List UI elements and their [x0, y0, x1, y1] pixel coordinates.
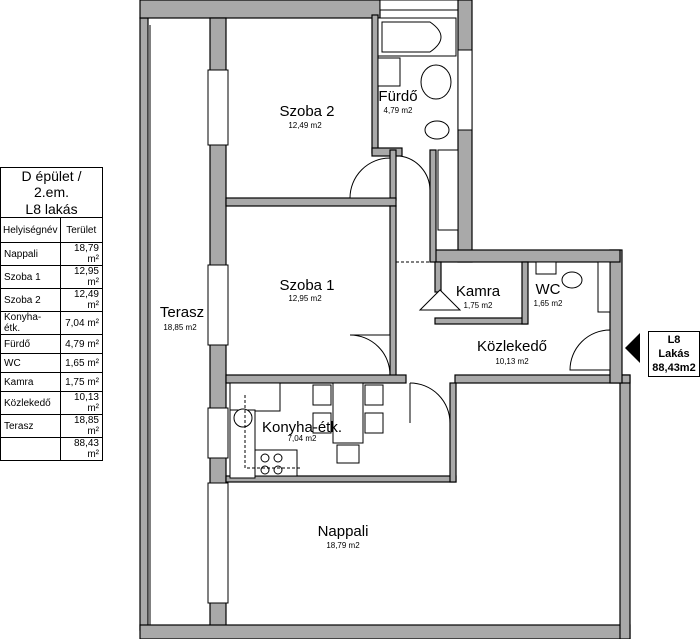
room-area: 1,65 m2 [534, 299, 563, 308]
room-area: 12,95 m2 [288, 294, 322, 303]
wall-szoba1-bottom [225, 374, 407, 384]
total-row: 88,43 m² [0, 437, 104, 461]
doors [349, 155, 611, 424]
wall-kamra-wc [521, 261, 529, 325]
cell-name: Nappali [0, 242, 61, 266]
room-area: 18,79 m2 [326, 541, 360, 550]
total-area: 88,43 m² [59, 437, 104, 461]
cell-area: 4,79 m² [59, 334, 104, 354]
room-name: Kamra [456, 283, 501, 300]
wall-kitchen-bottom [225, 475, 457, 483]
wall-bath-right [457, 0, 473, 263]
cell-name: Kamra [0, 372, 61, 392]
room-name: Közlekedő [477, 338, 547, 355]
wall-bath-left [371, 14, 379, 154]
room-area: 12,49 m2 [288, 121, 322, 130]
room-area: 10,13 m2 [495, 357, 529, 366]
cell-area: 1,65 m² [59, 353, 104, 373]
room-name: Fürdő [378, 88, 417, 105]
wall-szoba2-right [389, 149, 397, 201]
room-area: 7,04 m2 [288, 434, 317, 443]
cell-area: 12,95 m² [59, 265, 104, 289]
dashed-lines [395, 150, 435, 375]
room-name: Konyha-étk. [262, 419, 342, 436]
room-name: Szoba 2 [279, 103, 334, 120]
wall-right-living [619, 374, 631, 639]
wall-szoba-divider [225, 197, 397, 207]
header-name: Helyiségnév [0, 217, 61, 243]
room-area: 4,79 m2 [384, 106, 413, 115]
wall-corridor-right [609, 249, 623, 384]
wall-kamra-bottom [434, 317, 528, 325]
window-bath [379, 0, 461, 11]
entrance-arrow-icon [625, 333, 640, 363]
table-row: Konyha-étk.7,04 m² [0, 311, 104, 335]
cell-name: Szoba 2 [0, 288, 61, 312]
cell-area: 18,79 m² [59, 242, 104, 266]
wall-kitchen-right [449, 382, 457, 483]
cell-name: Közlekedő [0, 391, 61, 415]
room-area: 1,75 m2 [464, 301, 493, 310]
cell-name: WC [0, 353, 61, 373]
wall-corridor-left [429, 149, 437, 263]
cell-area: 12,49 m² [59, 288, 104, 312]
table-title: D épület / 2.em. [0, 167, 103, 200]
wall-kamra-left [434, 261, 442, 293]
cell-area: 10,13 m² [59, 391, 104, 415]
wall-bath-bottom [371, 147, 403, 157]
kitchen-fixtures [229, 382, 384, 479]
room-area: 18,85 m2 [163, 323, 197, 332]
table-subtitle: L8 lakás [0, 200, 103, 218]
cell-name: Terasz [0, 414, 61, 438]
wall-corridor-top [434, 249, 621, 263]
room-name: Terasz [160, 304, 204, 321]
terrace-railing [139, 17, 149, 631]
wall-bottom [139, 624, 631, 639]
unit-label: L8 Lakás 88,43m2 [648, 331, 700, 377]
cell-area: 18,85 m² [59, 414, 104, 438]
wall-corridor-bottom [454, 374, 631, 384]
cell-name: Szoba 1 [0, 265, 61, 289]
room-name: WC [536, 281, 561, 298]
cell-area: 1,75 m² [59, 372, 104, 392]
cell-name: Fürdő [0, 334, 61, 354]
wall-top [139, 0, 381, 19]
unit-name: L8 Lakás [658, 334, 690, 360]
room-name: Szoba 1 [279, 277, 334, 294]
header-area: Terület [59, 217, 104, 243]
wall-szoba1-right [389, 205, 397, 377]
bathroom-fixtures [377, 17, 583, 289]
cell-area: 7,04 m² [59, 311, 104, 335]
cell-name: Konyha-étk. [0, 311, 61, 335]
room-name: Nappali [318, 523, 369, 540]
unit-area: 88,43m2 [652, 362, 696, 374]
windows [207, 49, 611, 604]
